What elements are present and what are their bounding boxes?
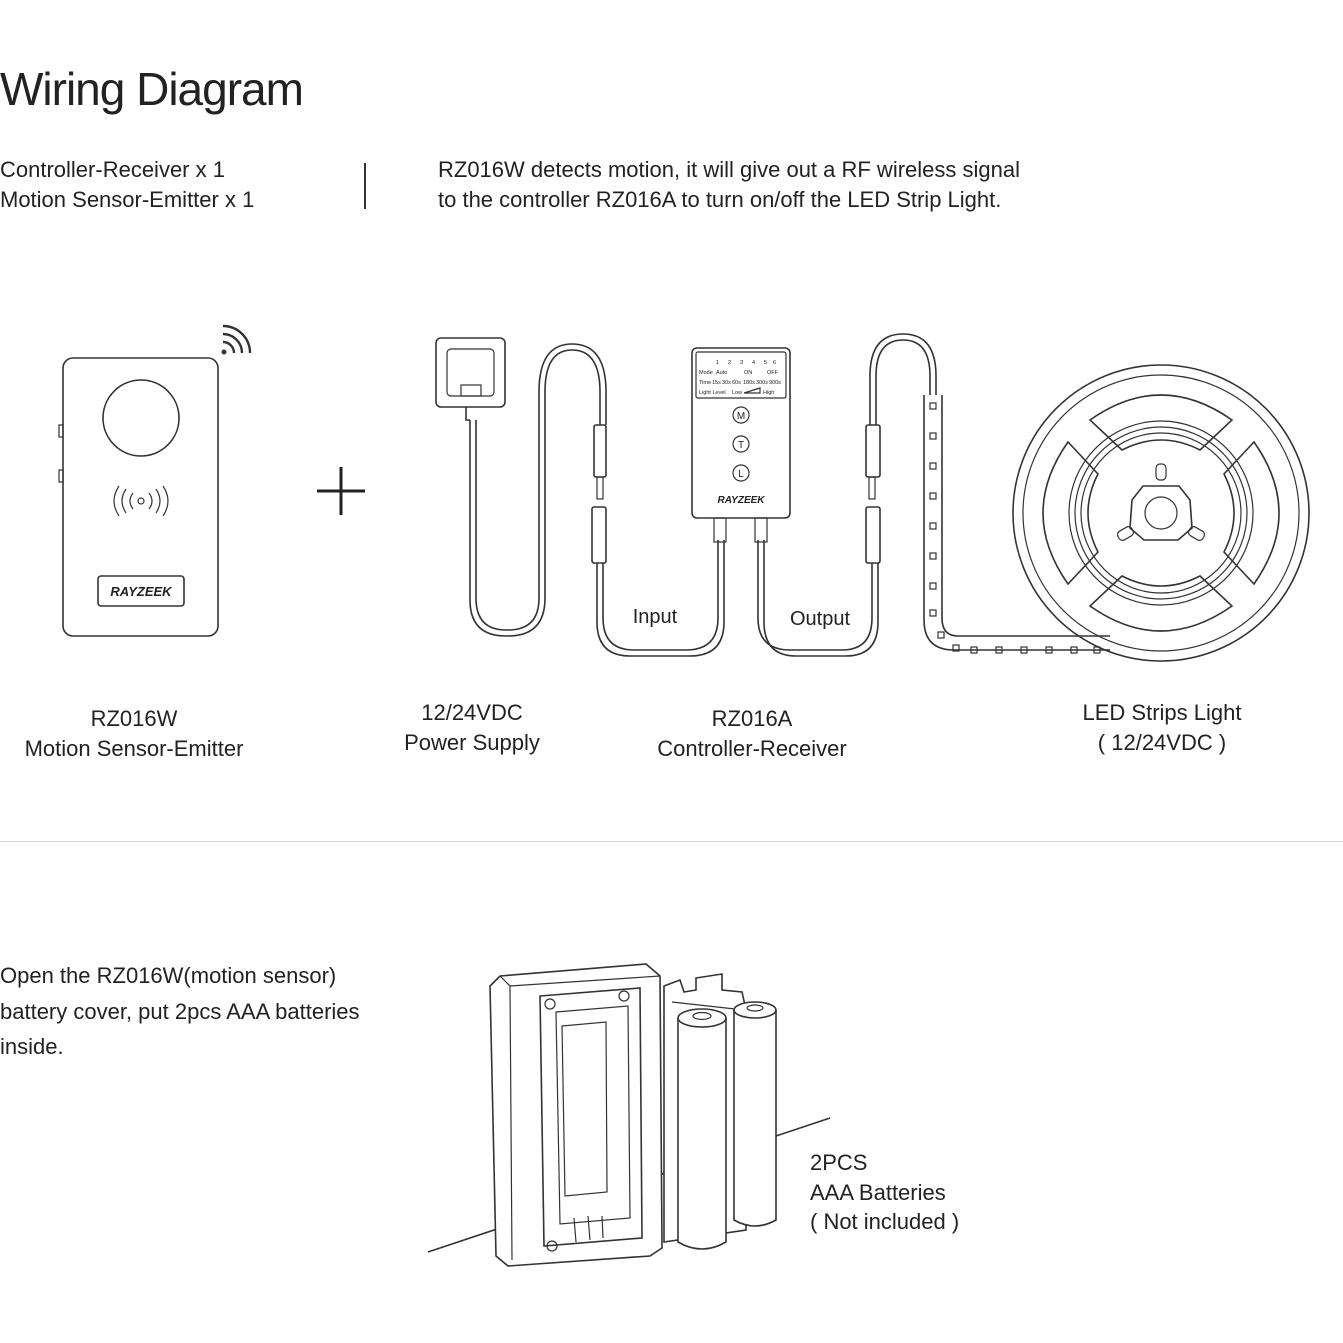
panel-mode: Mode [699,370,713,376]
battery-label: 2PCS AAA Batteries ( Not included ) [810,1148,959,1237]
strip-voltage: ( 12/24VDC ) [1097,730,1227,755]
panel-30s: 30s [722,380,731,386]
dip-number-6: 6 [773,360,776,366]
battery-instruction: Open the RZ016W(motion sensor) battery c… [0,958,360,1065]
sensor-name: Motion Sensor-Emitter [24,736,244,761]
power-supply-plug [435,337,725,657]
panel-15s: 15s [712,380,721,386]
strip-name: LED Strips Light [1082,700,1242,725]
page-title: Wiring Diagram [0,63,304,115]
input-label: Input [633,606,678,628]
button-t-label: T [738,440,744,451]
package-line-controller: Controller-Receiver x 1 [0,157,225,182]
psu-voltage: 12/24VDC [421,700,523,725]
header-divider [364,163,366,209]
panel-on: ON [744,370,752,376]
battery-illustration [427,963,831,1267]
sensor-label: RZ016W Motion Sensor-Emitter [0,704,268,764]
dip-number-2: 2 [728,360,731,366]
package-line-sensor: Motion Sensor-Emitter x 1 [0,187,255,212]
dip-number-3: 3 [740,360,743,366]
panel-60s: 60s [732,380,741,386]
battery-note: ( Not included ) [810,1209,960,1234]
panel-high: High [763,390,774,396]
controller-device: 1 2 3 4 5 6 Mode Auto ON OFF Time 15s 30… [691,333,937,657]
controller-model: RZ016A [711,706,793,731]
package-contents: Controller-Receiver x 1 Motion Sensor-Em… [0,155,254,215]
sensor-open-housing [489,963,663,1267]
dip-number-5: 5 [764,360,767,366]
output-label: Output [790,608,850,630]
battery-icon [733,1001,777,1227]
panel-time: Time [699,380,711,386]
instruction-line-3: inside. [0,1034,64,1059]
time-button-icon [732,435,750,453]
mode-button-icon [732,406,750,424]
header-description: RZ016W detects motion, it will give out … [438,155,1020,215]
sensor-model: RZ016W [90,706,178,731]
psu-name: Power Supply [404,730,540,755]
panel-180s: 180s [743,380,755,386]
battery-type: AAA Batteries [810,1179,946,1205]
section-divider [0,841,1343,842]
panel-auto: Auto [716,370,727,376]
button-l-label: L [738,469,744,480]
plus-icon [317,467,365,515]
motion-signal-icon [113,485,169,517]
dip-number-4: 4 [752,360,755,366]
sensor-brand-logo: RAYZEEK [110,584,173,599]
power-supply-label: 12/24VDC Power Supply [372,698,572,758]
description-line-2: to the controller RZ016A to turn on/off … [438,187,1002,212]
wireless-signal-icon [221,324,252,355]
panel-300s: 300s [756,380,768,386]
panel-low: Low [732,390,742,396]
description-line-1: RZ016W detects motion, it will give out … [438,157,1020,182]
led-strip [923,364,1310,662]
panel-light-level: Light Level [699,390,726,396]
battery-count: 2PCS [810,1150,868,1175]
controller-label: RZ016A Controller-Receiver [632,704,872,764]
motion-sensor-device: RAYZEEK [58,324,252,637]
dip-number-1: 1 [716,360,719,366]
battery-icon [677,1008,727,1250]
controller-name: Controller-Receiver [657,736,847,761]
light-button-icon [732,464,750,482]
panel-off: OFF [767,370,779,376]
led-strip-label: LED Strips Light ( 12/24VDC ) [1052,698,1272,758]
instruction-line-1: Open the RZ016W(motion sensor) [0,963,337,988]
panel-900s: 900s [769,380,781,386]
wiring-diagram: RAYZEEK 1 2 3 4 [58,324,1310,662]
instruction-line-2: battery cover, put 2pcs AAA batteries [0,998,360,1024]
controller-brand-logo: RAYZEEK [717,495,765,506]
button-m-label: M [737,411,745,422]
